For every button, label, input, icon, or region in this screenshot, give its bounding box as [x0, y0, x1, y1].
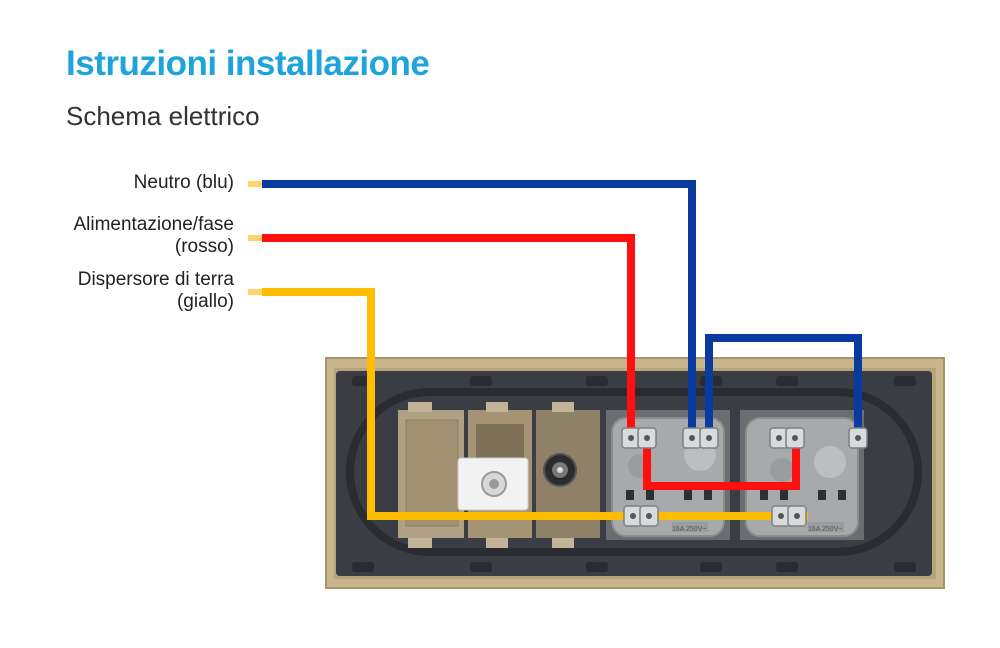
socket-2-rating: 16A 250V~ [808, 526, 842, 533]
earth-wire [262, 288, 808, 520]
neutral-wire-label: Neutro (blu) [134, 172, 234, 194]
earth-wire-label: Dispersore di terra (giallo) [78, 269, 234, 313]
phase-wire-label: Alimentazione/fase (rosso) [73, 214, 234, 258]
earth-label-line2: (giallo) [176, 291, 234, 312]
phase-wire [262, 234, 800, 490]
socket-1-rating: 16A 250V~ [672, 526, 706, 533]
rj45-module [457, 402, 532, 548]
neutral-label-line1: Neutro (blu) [133, 172, 234, 193]
phase-label-line2: (rosso) [174, 236, 234, 257]
blank-module [398, 402, 464, 548]
terminal-screws [628, 435, 861, 519]
phase-label-line1: Alimentazione/fase [73, 214, 234, 235]
page-title: Istruzioni installazione [66, 44, 430, 83]
wire-tips [248, 181, 262, 295]
page-subtitle: Schema elettrico [66, 101, 260, 131]
neutral-wire [262, 180, 862, 438]
tv-module [536, 402, 600, 548]
earth-label-line1: Dispersore di terra [77, 269, 234, 290]
